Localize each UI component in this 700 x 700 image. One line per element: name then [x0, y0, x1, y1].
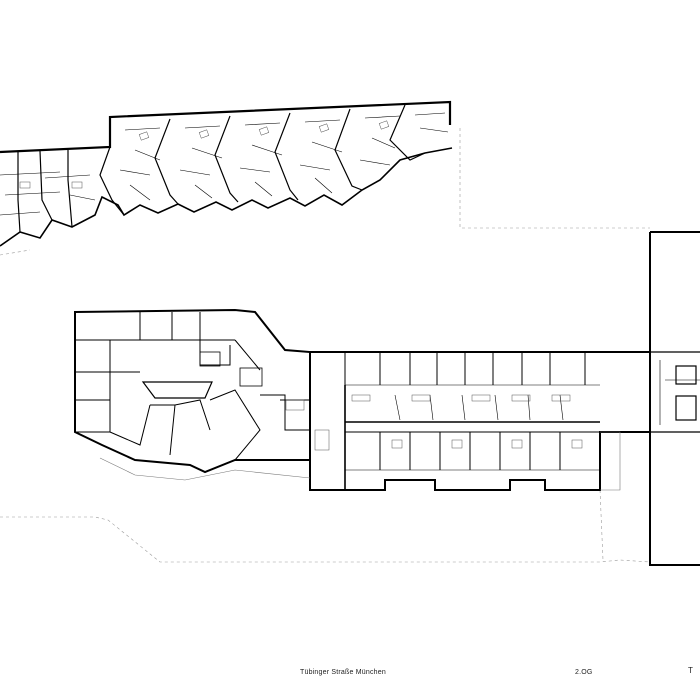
level-caption: 2.OG: [575, 669, 593, 676]
east-block-rooms: [650, 351, 700, 433]
north-wing: [0, 100, 453, 247]
corridor-fixtures: [285, 394, 583, 451]
north-wing-units: [17, 104, 426, 233]
east-block-outline: [649, 231, 700, 566]
corridor-south-rooms: [345, 431, 600, 471]
north-wing-south-facade: [0, 147, 453, 247]
corridor: [344, 385, 600, 490]
light-well: [141, 381, 213, 399]
north-wing-fixtures: [19, 120, 390, 189]
south-building: [74, 231, 700, 566]
west-core: [199, 351, 263, 387]
corridor-bar-outline: [309, 351, 651, 491]
corridor-north-rooms: [344, 352, 600, 421]
site-outline: [0, 128, 651, 563]
terrace-lines: [99, 431, 621, 491]
edge-mark: T: [688, 666, 694, 675]
north-wing-rooms: [0, 112, 449, 216]
north-wing-facade: [0, 100, 452, 154]
project-caption: Tübinger Straße München: [300, 669, 386, 676]
